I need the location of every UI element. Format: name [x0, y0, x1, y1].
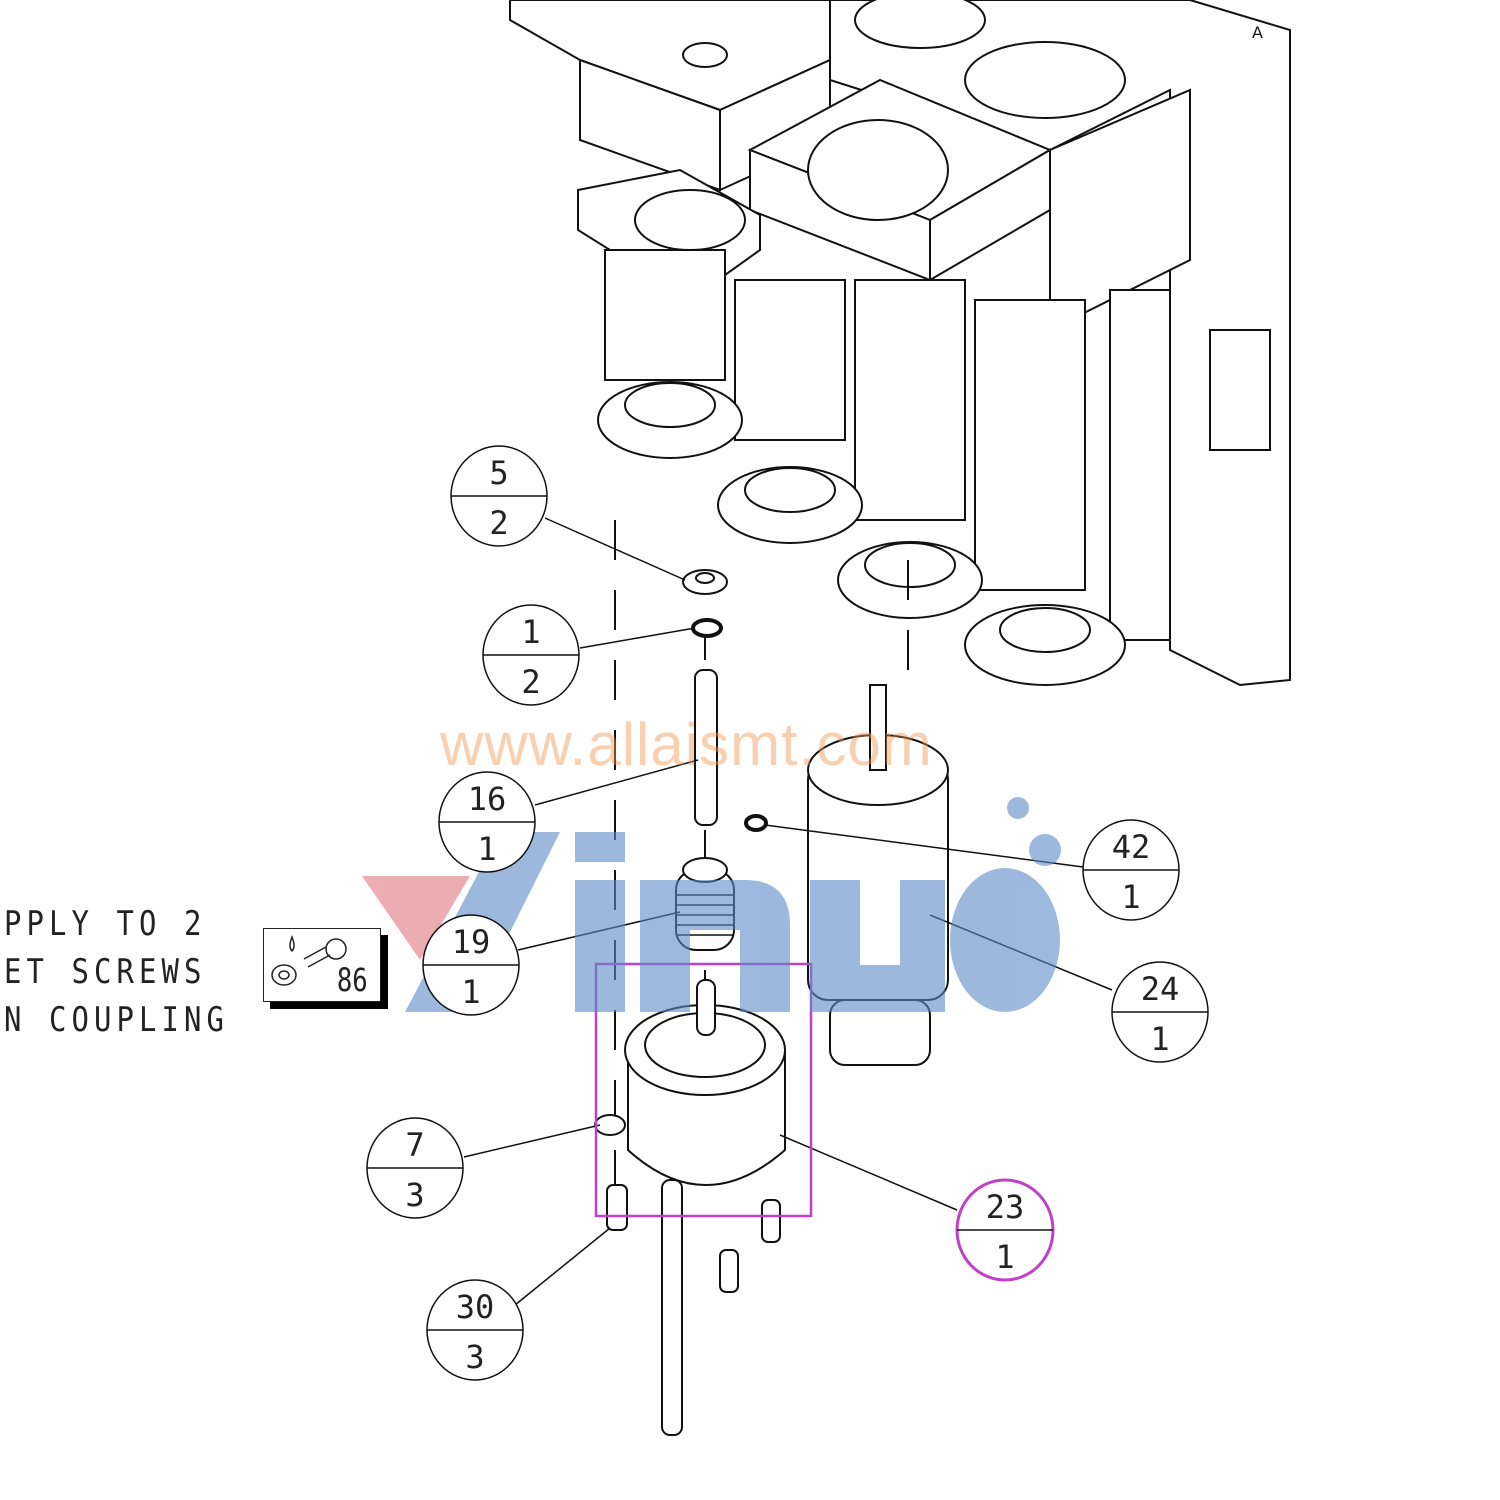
balloon-item-number: 7 [405, 1126, 424, 1164]
balloon-item-1: 12 [482, 604, 580, 706]
balloon-quantity: 1 [477, 830, 496, 868]
balloon-item-24: 241 [1111, 961, 1209, 1063]
adhesive-symbol: 86 [263, 928, 381, 1002]
note-line: ET SCREWS [4, 952, 207, 992]
balloon-quantity: 2 [489, 504, 508, 542]
balloon-quantity: 3 [465, 1338, 484, 1376]
balloon-item-5: 52 [450, 445, 548, 547]
part-1-ring [691, 618, 723, 638]
note-line: N COUPLING [4, 1000, 229, 1040]
balloon-item-23: 231 [955, 1178, 1055, 1282]
balloon-item-number: 24 [1141, 970, 1180, 1008]
balloon-item-number: 1 [521, 613, 540, 651]
screw-nut-icon [271, 934, 347, 986]
part-42-clip [744, 814, 768, 832]
balloon-quantity: 1 [1121, 878, 1140, 916]
balloon-item-number: 42 [1112, 828, 1151, 866]
part-30-screw [606, 1184, 628, 1231]
watermark-url: www.allaismt.com [440, 711, 933, 778]
highlight-box [594, 962, 813, 1218]
balloon-quantity: 2 [521, 663, 540, 701]
balloon-quantity: 1 [995, 1238, 1014, 1276]
balloon-item-number: 19 [452, 923, 491, 961]
balloon-item-30: 303 [426, 1279, 524, 1381]
assembly-note: PPLY TO 2 ET SCREWS N COUPLING [4, 900, 229, 1044]
balloon-quantity: 3 [405, 1176, 424, 1214]
balloon-item-number: 30 [456, 1288, 495, 1326]
balloon-quantity: 1 [1150, 1020, 1169, 1058]
balloon-item-42: 421 [1082, 819, 1180, 921]
balloon-item-number: 5 [489, 454, 508, 492]
note-line: PPLY TO 2 [4, 904, 207, 944]
balloon-quantity: 1 [461, 973, 480, 1011]
head-assembly [509, 0, 1291, 687]
corner-mark: A [1252, 23, 1263, 42]
balloon-item-16: 161 [438, 771, 536, 873]
part-16-shaft [694, 669, 718, 826]
balloon-item-7: 73 [366, 1117, 464, 1219]
adhesive-code: 86 [337, 961, 369, 999]
balloon-item-19: 191 [422, 914, 520, 1016]
balloon-item-number: 23 [986, 1188, 1025, 1226]
balloon-item-number: 16 [468, 780, 507, 818]
